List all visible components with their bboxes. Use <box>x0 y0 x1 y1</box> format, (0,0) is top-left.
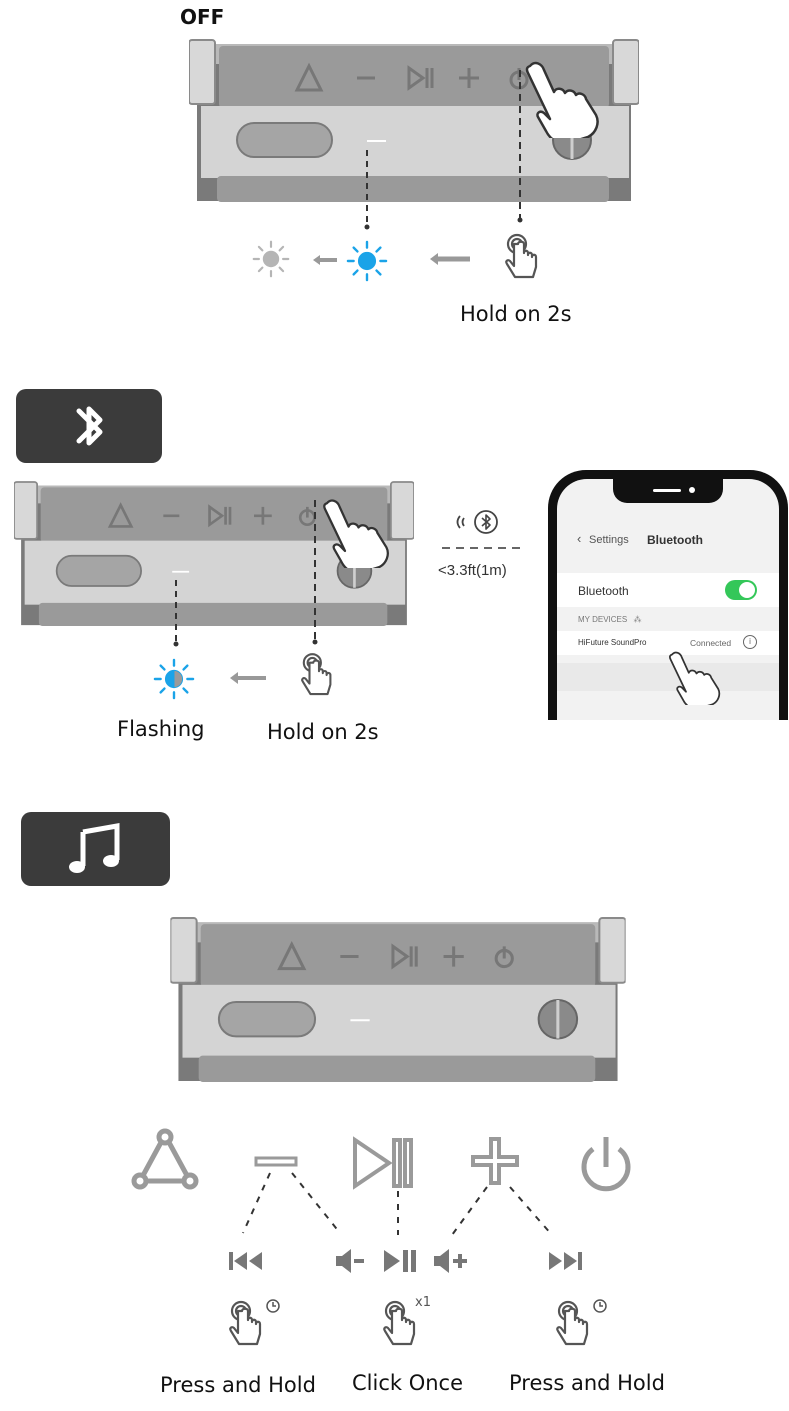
click-count: x1 <box>415 1295 431 1310</box>
toggle-knob <box>739 582 755 598</box>
next-track-icon <box>549 1252 582 1270</box>
distance-label: <3.3ft(1m) <box>438 562 507 579</box>
volume-up-icon <box>434 1249 467 1273</box>
led-blue-icon <box>346 240 388 282</box>
plus-icon <box>471 1137 519 1185</box>
bluetooth-toggle[interactable] <box>725 580 757 600</box>
speaker-music <box>161 914 635 1086</box>
clock-icon <box>593 1299 607 1313</box>
notch-dot <box>689 487 695 493</box>
music-note-icon <box>69 823 120 873</box>
hand-tap-device-icon <box>665 649 721 705</box>
bluetooth-badge <box>16 389 162 463</box>
nav-title: Bluetooth <box>647 533 703 547</box>
bluetooth-icon <box>76 406 103 446</box>
click-once-label: Click Once <box>352 1371 464 1395</box>
finger-press-icon <box>504 233 544 283</box>
led-gray-icon <box>252 240 290 278</box>
volume-down-icon <box>336 1249 364 1273</box>
my-devices-label: MY DEVICES <box>578 615 628 624</box>
device-status: Connected <box>690 638 732 648</box>
arrow-left-icon <box>230 672 266 684</box>
notch-speaker <box>653 489 681 492</box>
flashing-label: Flashing <box>117 717 205 741</box>
play-pause-small-icon <box>384 1250 416 1272</box>
device-name: HiFuture SoundPro <box>578 638 647 647</box>
minus-icon <box>254 1156 298 1167</box>
bt-hold-label: Hold on 2s <box>267 720 379 744</box>
bluetooth-row-label: Bluetooth <box>578 584 629 598</box>
phone-mockup: ‹ Settings Bluetooth Bluetooth MY DEVICE… <box>548 470 788 720</box>
previous-track-icon <box>229 1252 262 1270</box>
led-flashing-icon <box>153 658 195 700</box>
finger-press-hold-right-icon <box>555 1297 595 1353</box>
finger-press-icon <box>300 652 338 700</box>
off-title: OFF <box>180 5 225 29</box>
press-hold-right-label: Press and Hold <box>509 1371 665 1395</box>
arrow-left-icon <box>430 253 470 265</box>
clock-icon <box>266 1299 280 1313</box>
off-hold-label: Hold on 2s <box>460 302 572 326</box>
share-icon <box>131 1128 199 1190</box>
music-badge <box>21 812 170 886</box>
signal-bluetooth-icon <box>456 510 498 534</box>
off-guides <box>313 70 523 265</box>
arrow-left-icon-small <box>313 255 337 265</box>
bluetooth-row: Bluetooth <box>557 573 779 607</box>
power-icon <box>581 1137 631 1192</box>
empty-row <box>557 663 779 691</box>
press-hold-left-label: Press and Hold <box>160 1373 316 1397</box>
back-chevron-icon[interactable]: ‹ <box>577 531 582 546</box>
info-icon[interactable]: i <box>743 635 757 649</box>
bluetooth-guides <box>173 500 522 684</box>
my-devices-header: MY DEVICES ⁂ <box>578 615 641 624</box>
back-settings-link[interactable]: Settings <box>589 534 629 546</box>
spinner-icon: ⁂ <box>633 615 642 624</box>
device-row[interactable]: HiFuture SoundPro Connected i <box>557 631 779 655</box>
button-function-diagram <box>131 1128 631 1273</box>
settings-navbar: ‹ Settings Bluetooth <box>557 525 779 555</box>
finger-press-hold-left-icon <box>228 1297 268 1353</box>
play-pause-icon <box>353 1136 413 1190</box>
phone-screen: ‹ Settings Bluetooth Bluetooth MY DEVICE… <box>557 479 779 720</box>
